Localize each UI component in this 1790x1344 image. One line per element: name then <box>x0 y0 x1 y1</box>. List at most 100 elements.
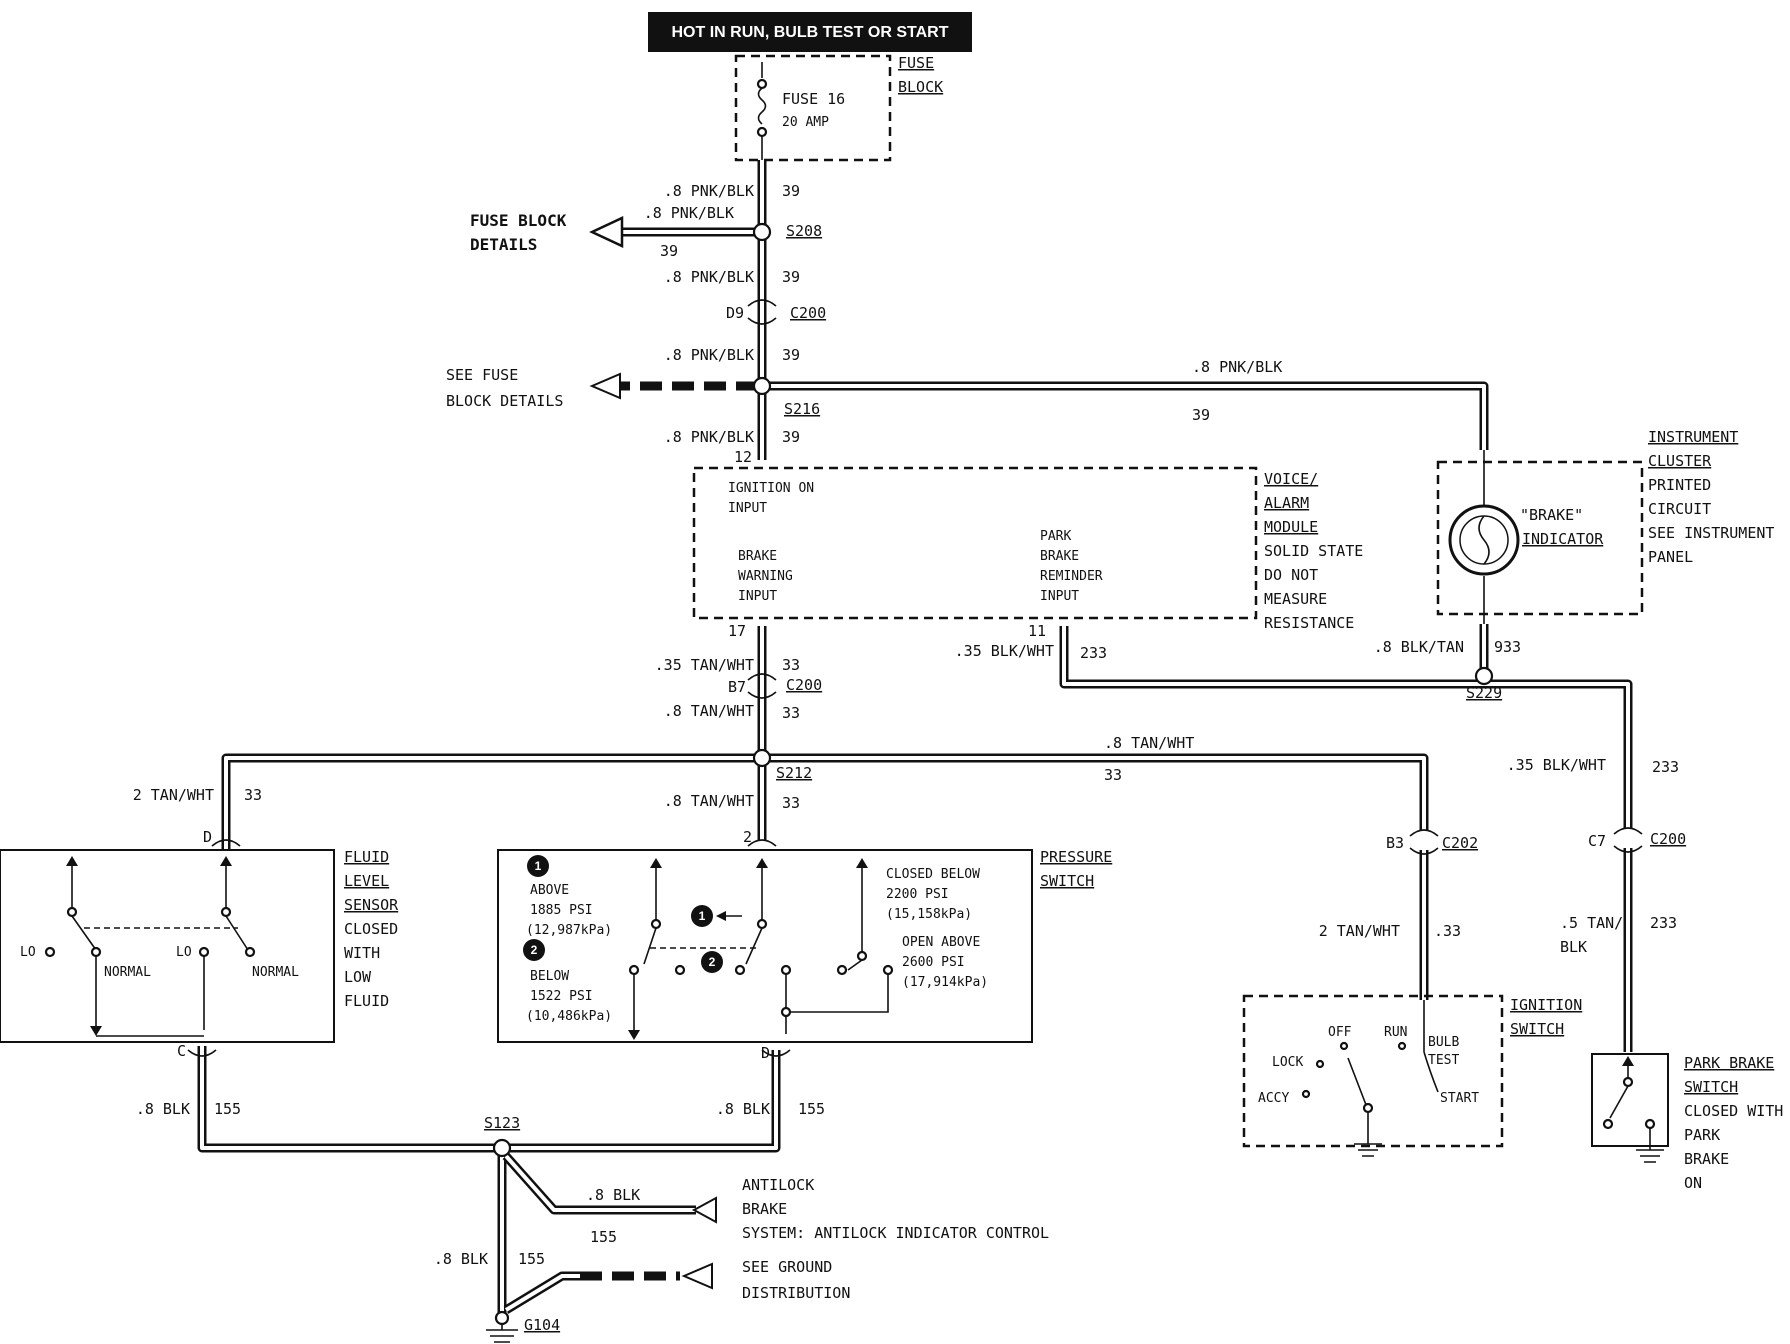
ignition-switch: IGNITION SWITCH LOCK OFF RUN BULB TEST A… <box>1242 994 1582 1157</box>
connector-pin: 11 <box>1028 622 1046 640</box>
arrow-left-icon <box>589 372 621 400</box>
vam-input-label: IGNITION ON <box>728 481 814 496</box>
vam-note: SOLID STATE <box>1264 542 1363 560</box>
splice-s216 <box>752 376 772 396</box>
wire-label-circuit: 39 <box>782 346 800 364</box>
vam-title: VOICE/ <box>1264 470 1318 488</box>
ref-ground-distribution: DISTRIBUTION <box>742 1284 850 1302</box>
wire-label-color: 2 TAN/WHT <box>1319 922 1400 940</box>
ref-fuse-block-details-2: DETAILS <box>470 235 537 254</box>
splice-label-s229: S229 <box>1466 684 1502 702</box>
wire-label-circuit: 933 <box>1494 638 1521 656</box>
wire-label-color: .8 BLK <box>586 1186 640 1204</box>
splice-s212 <box>752 748 772 768</box>
wire-label-color: .35 BLK/WHT <box>955 642 1054 660</box>
wire-label-color: .8 TAN/WHT <box>664 702 754 720</box>
pressure-note: OPEN ABOVE <box>902 935 980 950</box>
pressure-note: (12,987kPa) <box>526 923 612 938</box>
circuit-33-wiring <box>221 624 1633 1052</box>
connector-pin: 2 <box>743 828 752 846</box>
wire-label-circuit: 33 <box>782 704 800 722</box>
pressure-switch-title: PRESSURE <box>1040 848 1112 866</box>
connector-label-c200: C200 <box>1650 830 1686 848</box>
vam-title: ALARM <box>1264 494 1309 512</box>
ignition-position-label: TEST <box>1428 1053 1459 1068</box>
fluid-level-title: FLUID <box>344 848 389 866</box>
wire-label-circuit: 39 <box>1192 406 1210 424</box>
connector-label-c202: C202 <box>1442 834 1478 852</box>
wire-label-color: .35 TAN/WHT <box>655 656 754 674</box>
pressure-note: (17,914kPa) <box>902 975 988 990</box>
connector-pin: 12 <box>734 448 752 466</box>
fluid-level-title: SENSOR <box>344 896 399 914</box>
wire-label-color: .8 BLK/TAN <box>1374 638 1464 656</box>
fluid-level-title: LEVEL <box>344 872 389 890</box>
connector-pin: B7 <box>728 678 746 696</box>
ignition-switch-title: IGNITION <box>1510 996 1582 1014</box>
note-number-2: 2 <box>709 955 716 969</box>
wire-label-color: .8 PNK/BLK <box>664 346 754 364</box>
fluid-level-note: WITH <box>344 944 380 962</box>
ground-icon <box>1636 1128 1664 1163</box>
note-number-2: 2 <box>531 943 538 957</box>
connector-pin: B3 <box>1386 834 1404 852</box>
wire-label-circuit: 155 <box>518 1250 545 1268</box>
vam-title: MODULE <box>1264 518 1318 536</box>
arrow-left-icon <box>691 1196 717 1224</box>
vam-note: DO NOT <box>1264 566 1318 584</box>
note-number-1: 1 <box>535 859 542 873</box>
cluster-note: PANEL <box>1648 548 1693 566</box>
pressure-note: ABOVE <box>530 883 569 898</box>
wire-label-color: .8 PNK/BLK <box>664 268 754 286</box>
ref-fuse-block-details-1: FUSE BLOCK <box>470 211 567 230</box>
fluid-normal-label: NORMAL <box>252 965 299 980</box>
power-header-text: HOT IN RUN, BULB TEST OR START <box>671 24 948 41</box>
wire-label-color: .8 TAN/WHT <box>664 792 754 810</box>
fuse-rating: 20 AMP <box>782 115 829 130</box>
splice-label-s216: S216 <box>784 400 820 418</box>
fluid-level-sensor: LO NORMAL LO NORMAL FLUID LEVEL SENSOR C… <box>0 839 399 1060</box>
splice-s123 <box>492 1138 512 1158</box>
vam-note: MEASURE <box>1264 590 1327 608</box>
wire-label-circuit: 33 <box>244 786 262 804</box>
vam-input-label: REMINDER <box>1040 569 1103 584</box>
vam-input-label: INPUT <box>738 589 777 604</box>
fluid-level-note: LOW <box>344 968 372 986</box>
wire-label-circuit: 233 <box>1652 758 1679 776</box>
wire-label-color: .35 BLK/WHT <box>1507 756 1606 774</box>
wire-label-color: .8 PNK/BLK <box>664 182 754 200</box>
wire-label-circuit: 33 <box>782 794 800 812</box>
park-brake-note: PARK <box>1684 1126 1720 1144</box>
arrow-left-icon <box>681 1262 713 1290</box>
wire-label-circuit: 155 <box>590 1228 617 1246</box>
fuse-block-title-1: FUSE <box>898 54 934 72</box>
splice-s208 <box>752 222 772 242</box>
wire-label-color: .8 PNK/BLK <box>664 428 754 446</box>
ignition-position-label: LOCK <box>1272 1055 1303 1070</box>
ref-ground-distribution: SEE GROUND <box>742 1258 832 1276</box>
wire-label-circuit: 33 <box>782 656 800 674</box>
connector-label-c200: C200 <box>790 304 826 322</box>
ground-icon <box>486 1322 518 1343</box>
park-brake-note: ON <box>1684 1174 1702 1192</box>
ground-g104 <box>494 1310 510 1326</box>
arrow-left-icon <box>589 216 624 248</box>
splice-s229 <box>1474 666 1494 686</box>
vam-input-label: BRAKE <box>738 549 777 564</box>
fuse-icon <box>757 87 767 125</box>
pressure-note: 2600 PSI <box>902 955 965 970</box>
fluid-lo-label: LO <box>176 945 192 960</box>
connector-pin: D9 <box>726 304 744 322</box>
connector-label-c200: C200 <box>786 676 822 694</box>
connector-pin: C7 <box>1588 832 1606 850</box>
fluid-normal-label: NORMAL <box>104 965 151 980</box>
connector-c200-d9 <box>747 299 777 325</box>
vam-input-label: PARK <box>1040 529 1071 544</box>
ignition-position-label: RUN <box>1384 1025 1407 1040</box>
indicator-label: "BRAKE" <box>1520 506 1583 524</box>
wire-label-circuit: 155 <box>214 1100 241 1118</box>
wire-label-circuit: 39 <box>782 268 800 286</box>
wire-label-circuit: 233 <box>1650 914 1677 932</box>
connector-pin: 17 <box>728 622 746 640</box>
instrument-cluster: "BRAKE" INDICATOR INSTRUMENT CLUSTER PRI… <box>1436 428 1774 624</box>
